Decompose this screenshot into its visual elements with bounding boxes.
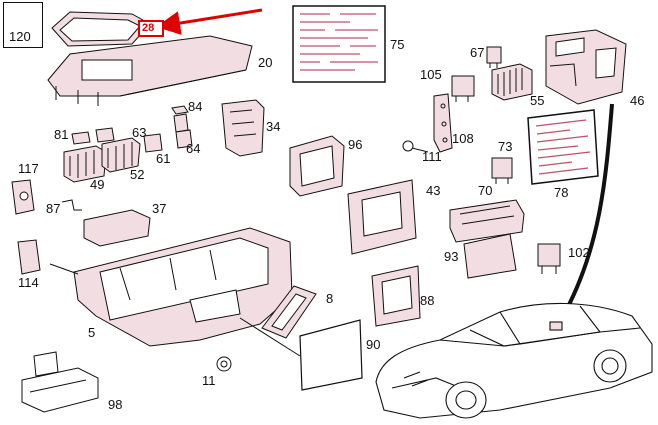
car-illustration — [375, 302, 653, 419]
part-75-label-sheet — [292, 5, 386, 83]
callout-55: 55 — [530, 93, 545, 108]
part-102-relay — [537, 243, 561, 274]
part-61-block — [143, 133, 163, 153]
callout-108: 108 — [452, 131, 474, 146]
callout-43: 43 — [426, 183, 441, 198]
part-87-clip — [61, 199, 82, 211]
part-52-fuse-block — [101, 137, 141, 173]
callout-84: 84 — [188, 99, 203, 114]
callout-28: 28 — [142, 22, 155, 34]
part-73-relay — [491, 157, 513, 184]
part-11-grommet — [216, 356, 232, 372]
part-55-fuse-block — [491, 63, 533, 101]
part-49-fuse-block — [63, 145, 107, 183]
callout-67: 67 — [470, 45, 485, 60]
part-5-main-housing — [73, 227, 293, 347]
callout-5: 5 — [88, 325, 96, 340]
callout-28-highlight[interactable]: 28 — [138, 20, 164, 37]
callout-64: 64 — [186, 141, 201, 156]
part-93-unit — [463, 233, 517, 279]
callout-78: 78 — [554, 185, 569, 200]
part-78-label-sheet — [527, 109, 599, 185]
part-88-module — [371, 265, 421, 327]
callout-8: 8 — [326, 291, 334, 306]
callout-20: 20 — [258, 55, 273, 70]
part-81-block — [71, 131, 91, 145]
callout-111: 111 — [422, 149, 442, 164]
part-8-gasket — [261, 285, 317, 339]
arrow-46-to-car — [560, 103, 614, 319]
part-96-module — [289, 135, 345, 197]
callout-90: 90 — [366, 337, 381, 352]
callout-61: 61 — [156, 151, 171, 166]
callout-49: 49 — [90, 177, 105, 192]
callout-102: 102 — [568, 245, 590, 260]
callout-96: 96 — [348, 137, 363, 152]
part-108-bracket — [433, 93, 453, 153]
part-105-relay — [451, 75, 475, 102]
callout-63: 63 — [132, 125, 147, 140]
highlight-arrow — [156, 8, 263, 35]
part-43-board — [347, 179, 417, 255]
part-111-bolt — [402, 140, 429, 153]
part-114-connector — [17, 239, 41, 275]
part-28-cover — [51, 11, 151, 47]
callout-105: 105 — [420, 67, 442, 82]
callout-98: 98 — [108, 397, 123, 412]
part-67-relay — [486, 46, 502, 68]
callout-81: 81 — [54, 127, 69, 142]
part-63-block — [95, 127, 115, 143]
callout-70: 70 — [478, 183, 493, 198]
callout-88: 88 — [420, 293, 435, 308]
callout-73: 73 — [498, 139, 513, 154]
part-20-housing — [47, 35, 253, 106]
callout-75: 75 — [390, 37, 405, 52]
part-46-housing — [545, 29, 627, 105]
callout-11: 11 — [202, 373, 216, 388]
part-90-panel — [299, 319, 363, 391]
part-84-relay — [171, 105, 189, 133]
callout-120-box: 120 — [3, 2, 43, 48]
part-37-tray — [83, 209, 151, 247]
part-98-tray — [21, 351, 99, 413]
part-117-connector — [11, 179, 35, 215]
callout-114: 114 — [18, 275, 39, 290]
part-64-block — [175, 129, 193, 149]
callout-87: 87 — [46, 201, 61, 216]
callout-37: 37 — [152, 201, 167, 216]
part-70-panel — [449, 199, 525, 243]
callout-93: 93 — [444, 249, 459, 264]
callout-117: 117 — [18, 161, 39, 176]
callout-52: 52 — [130, 167, 145, 182]
callout-46: 46 — [630, 93, 645, 108]
callout-34: 34 — [266, 119, 281, 134]
callout-120: 120 — [9, 29, 31, 44]
part-34-bracket — [221, 99, 265, 157]
